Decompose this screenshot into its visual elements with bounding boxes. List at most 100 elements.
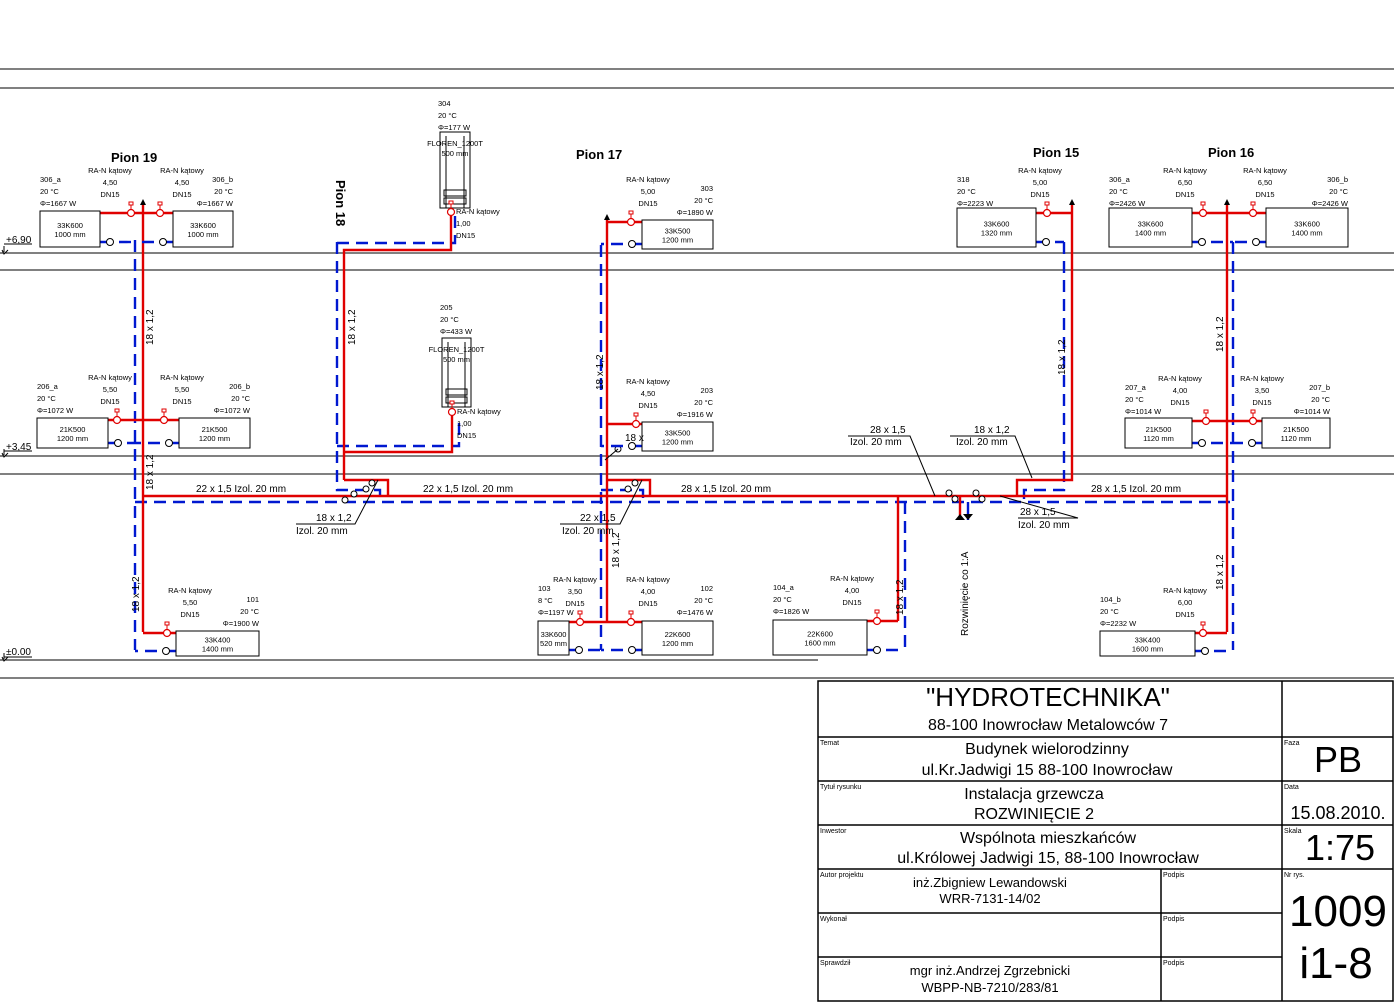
- valve-setting: 5,00: [641, 187, 656, 196]
- thermostatic-valve-icon: [159, 415, 169, 425]
- radiator-room: 304: [438, 99, 451, 108]
- valve-diameter: DN15: [456, 231, 475, 240]
- return-valve-icon: [1248, 439, 1256, 447]
- pipe-dimension-label: 28 x 1,5 Izol. 20 mm: [681, 484, 771, 495]
- radiator-room: 104_a: [773, 583, 795, 592]
- radiator-type: 33K600: [190, 221, 216, 230]
- radiator-room: 101: [246, 595, 259, 604]
- radiator-type: FLOREN_1200T: [429, 345, 485, 354]
- valve-head-icon: [633, 412, 639, 417]
- pipe-dimension-label: Izol. 20 mm: [296, 526, 348, 537]
- radiator-temperature: 20 °C: [1109, 187, 1128, 196]
- branch-arrow-icon: [955, 514, 973, 520]
- date-label: Data: [1284, 784, 1299, 791]
- valve-diameter: DN15: [638, 401, 657, 410]
- valve-setting: 4,00: [845, 586, 860, 595]
- return-valve-icon: [628, 646, 636, 654]
- valve-setting: 6,50: [1178, 178, 1193, 187]
- radiator-length: 1120 mm: [1143, 434, 1174, 443]
- return-valve-icon: [1198, 439, 1206, 447]
- radiator-temperature: 8 °C: [538, 596, 553, 605]
- thermostatic-valve-icon: [1248, 208, 1258, 218]
- radiator-temperature: 20 °C: [214, 187, 233, 196]
- radiator-heat-power: Φ=1072 W: [214, 406, 251, 415]
- temat-label: Temat: [820, 740, 839, 747]
- scale-value: 1:75: [1305, 827, 1375, 868]
- author-label: Autor projektu: [820, 872, 864, 879]
- radiator-length: 1600 mm: [1132, 645, 1163, 654]
- radiator-type: 21K500: [202, 425, 228, 434]
- radiator-length: 1000 mm: [54, 230, 85, 239]
- valve-head-icon: [628, 610, 634, 615]
- valve-head-icon: [1250, 201, 1256, 206]
- pipe-dimension-label: 18 x: [625, 433, 644, 444]
- radiator-heat-power: Φ=1476 W: [677, 608, 714, 617]
- radiator-type: 33K400: [205, 636, 231, 645]
- valve-setting: 4,00: [1173, 386, 1188, 395]
- thermostatic-valve-icon: [126, 208, 136, 218]
- thermostatic-valve-icon: [1201, 416, 1211, 426]
- valve-setting: 4,50: [641, 389, 656, 398]
- pipe-dimension-label: 18 x 1,2: [316, 513, 352, 524]
- riser-title-16: Pion 16: [1208, 145, 1254, 160]
- radiator-body: [772, 619, 868, 656]
- radiator-heat-power: Φ=1826 W: [773, 607, 810, 616]
- thermostatic-valve-icon: [626, 617, 636, 627]
- drawing-number: 1009: [1289, 887, 1387, 936]
- radiator-temperature: 20 °C: [1329, 187, 1348, 196]
- valve-type: RA-N kątowy: [626, 377, 670, 386]
- valve-head-icon: [1200, 201, 1206, 206]
- supply-pipes: [141, 205, 1229, 632]
- level-label: +3,45: [6, 442, 32, 453]
- pipe-dimension-label: 18 x 1,2: [145, 309, 156, 345]
- radiator-temperature: 20 °C: [1100, 607, 1119, 616]
- valve-type: RA-N kątowy: [1163, 166, 1207, 175]
- pipe-dimension-label: 28 x 1,5 Izol. 20 mm: [1091, 484, 1181, 495]
- signature-label: Podpis: [1163, 960, 1185, 967]
- radiator-temperature: 20 °C: [40, 187, 59, 196]
- radiator-room: 306_b: [1327, 175, 1348, 184]
- valve-diameter: DN15: [100, 397, 119, 406]
- valve-type: RA-N kątowy: [1240, 374, 1284, 383]
- floor-level-marks: +6,90 +3,45 ±0.00: [1, 235, 32, 662]
- thermostatic-valve-icon: [1248, 416, 1258, 426]
- radiator-type: 33K600: [1138, 220, 1164, 229]
- level-label: ±0.00: [6, 647, 31, 658]
- drawing-sheet: i1-8: [1299, 939, 1372, 988]
- drawing-title-2: ROZWINIĘCIE 2: [974, 806, 1094, 823]
- faza-label: Faza: [1284, 740, 1300, 747]
- pipe-dimension-label: 18 x 1,2: [1215, 554, 1226, 590]
- valve-setting: 6,50: [1258, 178, 1273, 187]
- pipe-dimension-label: 18 x 1,2: [895, 579, 906, 615]
- valve-setting: 4,50: [175, 178, 190, 187]
- temat-line-1: Budynek wielorodzinny: [965, 741, 1129, 758]
- valve-diameter: DN15: [1252, 398, 1271, 407]
- radiator-body: [439, 131, 471, 209]
- valve-setting: 1,00: [456, 219, 471, 228]
- valve-setting: 6,00: [1178, 598, 1193, 607]
- radiator-room: 207_a: [1125, 383, 1147, 392]
- valve-diameter: DN15: [1255, 190, 1274, 199]
- valve-setting: 3,50: [1255, 386, 1270, 395]
- thermostatic-valve-icon: [631, 419, 641, 429]
- towel-rail-icon: [443, 136, 467, 208]
- valve-head-icon: [1203, 409, 1209, 414]
